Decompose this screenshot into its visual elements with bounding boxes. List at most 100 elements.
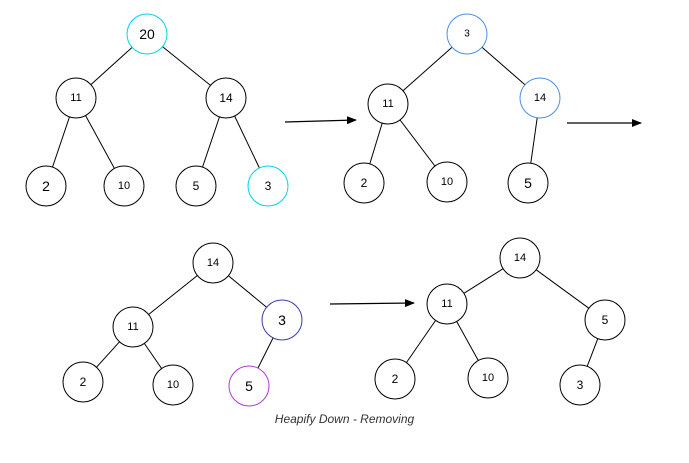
step-1-node-20: 20: [126, 13, 168, 55]
transition-arrow-3: [329, 299, 415, 308]
step-3-edge: [257, 337, 274, 369]
step-3-node-10: 10: [152, 364, 194, 406]
node-label: 10: [441, 176, 453, 188]
step-1-edge: [162, 46, 211, 86]
step-2-node-14: 14: [519, 77, 561, 119]
node-label: 2: [42, 178, 50, 194]
step-1-node-5: 5: [175, 165, 217, 207]
node-circle: [152, 364, 194, 406]
node-circle: [205, 77, 247, 119]
node-label: 5: [524, 175, 532, 191]
step-4-edge: [405, 320, 437, 363]
node-circle: [62, 361, 104, 403]
step-2-edge: [369, 122, 383, 165]
node-circle: [175, 165, 217, 207]
node-circle: [55, 77, 97, 119]
diagram-caption: Heapify Down - Removing: [274, 412, 415, 426]
step-2-node-5: 5: [507, 162, 549, 204]
node-label: 3: [278, 312, 286, 328]
step-4-node-5: 5: [584, 299, 626, 341]
node-circle: [467, 357, 509, 399]
step-4-edge: [535, 269, 590, 309]
node-label: 3: [265, 179, 272, 193]
node-circle: [343, 162, 385, 204]
step-3-edge: [143, 343, 163, 369]
step-4-node-14: 14: [499, 237, 541, 279]
step-4-edge: [463, 268, 504, 294]
node-label: 14: [534, 92, 546, 104]
node-label: 5: [602, 313, 609, 327]
node-circle: [367, 83, 409, 125]
node-circle: [103, 165, 145, 207]
node-circle: [584, 299, 626, 341]
step-4-node-10: 10: [467, 357, 509, 399]
step-2-node-10: 10: [426, 161, 468, 203]
node-circle: [228, 365, 270, 407]
node-circle: [374, 358, 416, 400]
step-1-edge: [85, 115, 115, 169]
step-4-node-3: 3: [559, 364, 601, 406]
node-circle: [519, 77, 561, 119]
step-4-node-11: 11: [426, 283, 468, 325]
step-2-node-2: 2: [343, 162, 385, 204]
step-1-node-10: 10: [103, 165, 145, 207]
node-label: 10: [482, 372, 494, 384]
step-2-edge: [399, 119, 436, 167]
node-label: 3: [577, 378, 584, 392]
node-label: 11: [127, 321, 138, 333]
node-circle: [426, 283, 468, 325]
node-label: 14: [219, 91, 233, 105]
transition-arrow-1: [284, 116, 357, 125]
node-circle: [426, 161, 468, 203]
step-1-edge: [52, 116, 70, 168]
node-label: 3: [464, 29, 470, 40]
node-circle: [112, 306, 154, 348]
step-4-edge: [586, 338, 599, 367]
node-label: 10: [118, 180, 130, 192]
node-circle: [559, 364, 601, 406]
step-2-node-3: 3: [446, 13, 488, 55]
node-circle: [25, 165, 67, 207]
node-circle: [126, 13, 168, 55]
node-label: 14: [514, 252, 526, 264]
node-label: 5: [193, 179, 200, 193]
step-3-edge: [228, 275, 267, 308]
step-1-edge: [202, 116, 220, 168]
step-3-edge: [96, 341, 120, 368]
step-3-node-11: 11: [112, 306, 154, 348]
node-label: 2: [392, 372, 399, 386]
node-label: 11: [70, 92, 81, 104]
node-circle: [499, 237, 541, 279]
node-label: 20: [139, 26, 155, 42]
step-1-node-11: 11: [55, 77, 97, 119]
step-3-edge: [148, 275, 198, 315]
node-circle: [507, 162, 549, 204]
node-label: 10: [167, 379, 179, 391]
step-2-edge: [481, 46, 526, 86]
step-1-edge: [234, 115, 260, 169]
node-label: 5: [245, 378, 253, 394]
node-circle: [247, 165, 289, 207]
step-3-node-3: 3: [261, 299, 303, 341]
step-1-node-2: 2: [25, 165, 67, 207]
node-label: 2: [361, 176, 368, 190]
node-circle: [446, 13, 488, 55]
step-1-node-14: 14: [205, 77, 247, 119]
node-label: 11: [441, 298, 452, 310]
node-label: 11: [382, 98, 393, 110]
step-3-node-14: 14: [192, 242, 234, 284]
step-2-node-11: 11: [367, 83, 409, 125]
node-label: 14: [207, 257, 219, 269]
node-circle: [192, 242, 234, 284]
node-circle: [261, 299, 303, 341]
step-2-edge: [402, 46, 453, 92]
step-1-edge: [90, 47, 133, 85]
step-4-edge: [456, 321, 479, 361]
step-1-node-3: 3: [247, 165, 289, 207]
step-3-node-2: 2: [62, 361, 104, 403]
node-label: 2: [80, 375, 87, 389]
step-4-node-2: 2: [374, 358, 416, 400]
step-3-node-5: 5: [228, 365, 270, 407]
step-2-edge: [530, 117, 538, 164]
